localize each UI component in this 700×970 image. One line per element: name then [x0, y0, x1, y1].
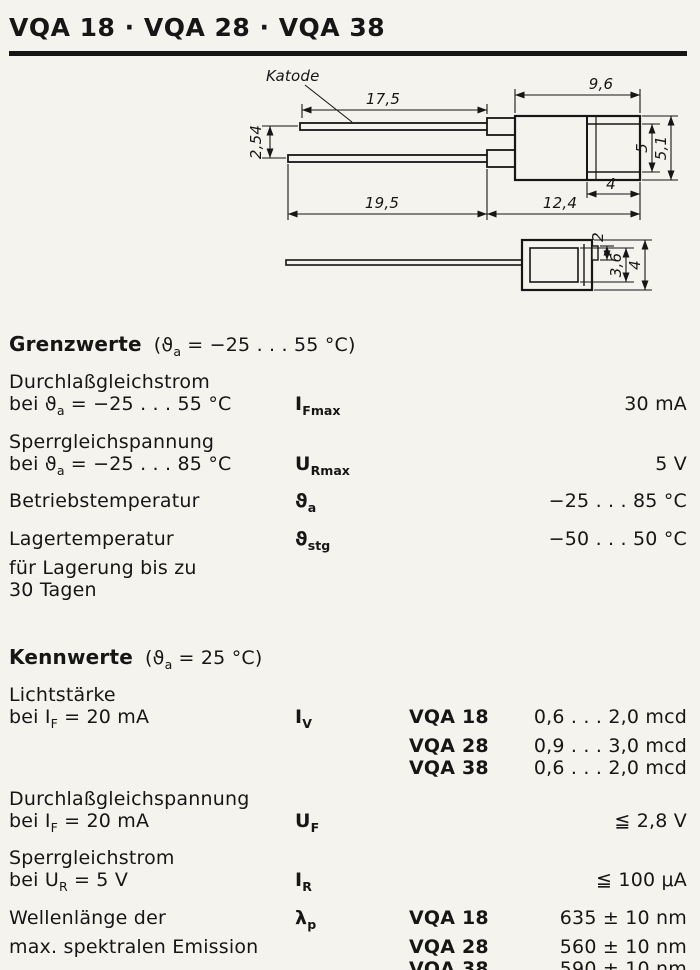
- param-condition: bei IF = 20 mA: [9, 705, 150, 731]
- param-label-extra: für Lagerung bis zu: [9, 556, 197, 579]
- param-label: Durchlaßgleichstrom: [9, 370, 210, 393]
- row-sperrgleichspannung: Sperrgleichspannung bei ϑa = −25 . . . 8…: [9, 431, 687, 482]
- param-symbol: URmax: [295, 452, 350, 478]
- variant-name: VQA 38: [409, 957, 489, 970]
- param-symbol: IV: [295, 705, 312, 731]
- variant-name: VQA 28: [409, 935, 489, 958]
- variant-name: VQA 18: [409, 705, 489, 728]
- param-label: Durchlaßgleichspannung: [9, 787, 250, 810]
- grenzwerte-heading: Grenzwerte (ϑa = −25 . . . 55 °C): [9, 332, 687, 359]
- kennwerte-heading: Kennwerte (ϑa = 25 °C): [9, 645, 687, 672]
- param-value: −50 . . . 50 °C: [548, 528, 687, 551]
- variant-name: VQA 38: [409, 756, 489, 779]
- page-title: VQA 18 · VQA 28 · VQA 38: [9, 13, 386, 42]
- dimension-drawing: Katode: [247, 67, 678, 292]
- dim-label-lens-height: 5: [633, 143, 651, 153]
- variant-value: 590 ± 10 nm: [559, 957, 687, 970]
- katode-label: Katode: [266, 67, 320, 85]
- param-symbol: UF: [295, 809, 320, 835]
- row-durchlassgleichstrom: Durchlaßgleichstrom bei ϑa = −25 . . . 5…: [9, 371, 687, 422]
- variant-value: 0,6 . . . 2,0 mcd: [533, 756, 687, 779]
- dim-label-front-inner: 3,6: [607, 253, 625, 277]
- param-value: ≦ 100 μA: [596, 869, 687, 892]
- led-side-view: [287, 114, 642, 182]
- param-label: Lichtstärke: [9, 683, 116, 706]
- kennwerte-title: Kennwerte: [9, 644, 134, 669]
- row-wellenlaenge: Wellenlänge der λp VQA 18 635 ± 10 nm ma…: [9, 907, 687, 970]
- param-symbol: IR: [295, 869, 312, 895]
- param-value: −25 . . . 85 °C: [548, 490, 687, 513]
- row-sperrgleichstrom: Sperrgleichstrom bei UR = 5 V IR ≦ 100 μ…: [9, 847, 687, 898]
- param-label: Lagertemperatur: [9, 528, 174, 551]
- variant-value: 560 ± 10 nm: [559, 935, 687, 958]
- param-symbol: IFmax: [295, 392, 341, 418]
- dim-label-lead-top: 17,5: [366, 90, 400, 108]
- param-condition: bei ϑa = −25 . . . 55 °C: [9, 392, 232, 418]
- side-view-dim-labels: 17,5 9,6 2,54 5 5,1 4 19,5 12,4: [247, 75, 670, 212]
- page-header: VQA 18 · VQA 28 · VQA 38: [0, 0, 700, 56]
- led-front-view: [285, 238, 599, 292]
- param-label: Wellenlänge der: [9, 907, 166, 930]
- param-value: 5 V: [655, 452, 687, 475]
- dim-label-lens-len: 4: [606, 175, 616, 193]
- param-symbol: ϑa: [295, 490, 317, 516]
- grenzwerte-title: Grenzwerte: [9, 332, 142, 356]
- param-label-extra: 30 Tagen: [9, 578, 97, 601]
- grenzwerte-condition: (ϑa = −25 . . . 55 °C): [153, 334, 356, 359]
- dim-label-body-height: 5,1: [652, 136, 670, 160]
- title-rule: [9, 51, 687, 56]
- param-symbol: ϑstg: [295, 528, 331, 553]
- row-betriebstemperatur: Betriebstemperatur ϑa −25 . . . 85 °C: [9, 490, 687, 519]
- section-kennwerte: Kennwerte (ϑa = 25 °C) Lichtstärke bei IF…: [0, 645, 700, 970]
- dim-label-lead-pitch: 2,54: [247, 125, 265, 159]
- param-label: Sperrgleichspannung: [9, 430, 215, 453]
- row-lichtstaerke: Lichtstärke bei IF = 20 mA IV VQA 18 0,6…: [9, 684, 687, 779]
- dim-label-front-tab: 2: [589, 232, 607, 242]
- side-view-dimensions: [262, 89, 678, 220]
- kennwerte-condition: (ϑa = 25 °C): [145, 646, 263, 672]
- param-value: 30 mA: [624, 392, 687, 415]
- front-view-dim-labels: 2 3,6 4: [589, 232, 644, 277]
- variant-name: VQA 18: [409, 907, 489, 930]
- param-condition: bei IF = 20 mA: [9, 809, 150, 835]
- variant-value: 0,6 . . . 2,0 mcd: [533, 705, 687, 728]
- row-durchlassgleichspannung: Durchlaßgleichspannung bei IF = 20 mA UF…: [9, 788, 687, 839]
- param-label: Sperrgleichstrom: [9, 847, 175, 870]
- variant-name: VQA 28: [409, 734, 489, 757]
- row-lagertemperatur: Lagertemperatur ϑstg −50 . . . 50 °C für…: [9, 528, 687, 601]
- param-condition: bei UR = 5 V: [9, 869, 129, 895]
- front-view-dimensions: [580, 239, 652, 291]
- variant-value: 0,9 . . . 3,0 mcd: [533, 734, 687, 757]
- dim-label-body-total: 12,4: [543, 194, 577, 212]
- param-condition: bei ϑa = −25 . . . 85 °C: [9, 452, 232, 478]
- param-symbol: λp: [295, 907, 317, 932]
- dim-label-body-len: 9,6: [589, 75, 613, 93]
- param-label: Betriebstemperatur: [9, 490, 200, 513]
- dim-label-lead-bottom: 19,5: [365, 194, 399, 212]
- param-label-extra: max. spektralen Emission: [9, 935, 259, 958]
- dim-label-front-size: 4: [626, 260, 644, 270]
- section-grenzwerte: Grenzwerte (ϑa = −25 . . . 55 °C) Durchla…: [0, 332, 700, 601]
- param-value: ≦ 2,8 V: [614, 809, 687, 832]
- variant-value: 635 ± 10 nm: [559, 907, 687, 930]
- katode-callout: Katode: [266, 67, 353, 123]
